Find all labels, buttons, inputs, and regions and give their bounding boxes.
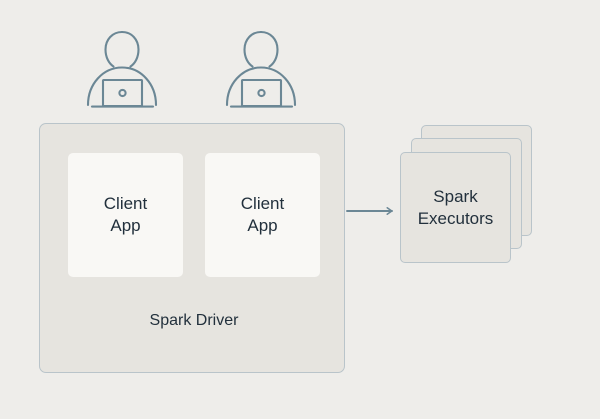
shoulders-icon <box>86 66 158 107</box>
laptop-dot-icon <box>257 88 266 98</box>
head-right-icon <box>120 30 140 68</box>
client-app-box-1[interactable]: Client App <box>68 153 183 277</box>
head-right-icon <box>259 30 279 68</box>
spark-driver-label: Spark Driver <box>149 312 239 329</box>
shoulders-icon <box>225 66 297 107</box>
head-left-icon <box>104 30 124 68</box>
laptop-screen-icon <box>240 78 283 108</box>
head-left-icon <box>243 30 263 68</box>
client-app-label-2: Client App <box>240 193 285 235</box>
client-app-label-1: Client App <box>103 193 148 235</box>
person-with-laptop-icon <box>225 30 297 108</box>
person-with-laptop-icon <box>86 30 158 108</box>
laptop-screen-icon <box>101 78 144 108</box>
laptop-dot-icon <box>118 88 127 98</box>
client-app-box-2[interactable]: Client App <box>205 153 320 277</box>
spark-executors-card-front[interactable]: Spark Executors <box>400 152 511 263</box>
spark-executors-label: Spark Executors <box>417 186 494 228</box>
